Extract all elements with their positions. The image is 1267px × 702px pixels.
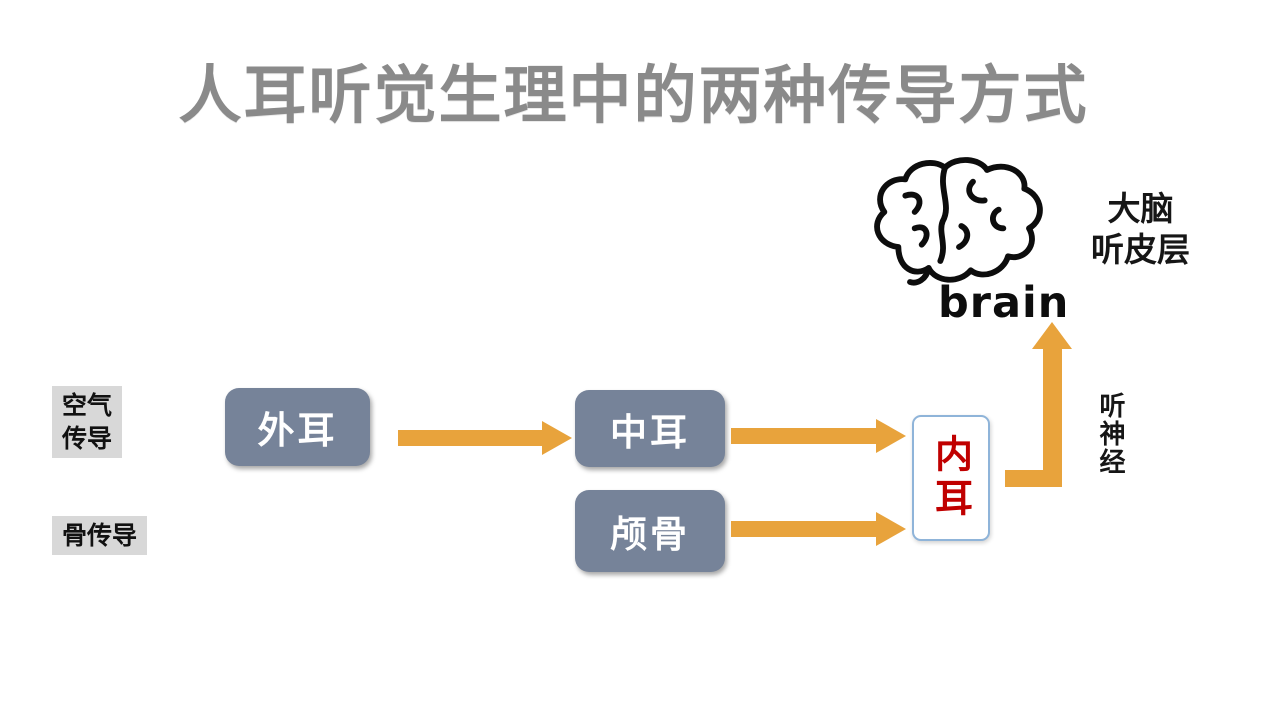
inner-ear-label: 内耳 — [928, 434, 973, 522]
arrowhead-right-icon — [876, 419, 906, 453]
brain-icon — [874, 157, 1043, 286]
brain-cortex-caption: 大脑 听皮层 — [1091, 189, 1190, 270]
arrow-shaft — [731, 428, 876, 444]
skull-box: 颅骨 — [575, 490, 725, 572]
slide-title: 人耳听觉生理中的两种传导方式 — [178, 59, 1089, 132]
brain-word-label: brain — [938, 278, 1070, 328]
auditory-nerve-label: 听神经 — [1095, 392, 1125, 476]
arrowhead-up-icon — [1032, 322, 1072, 349]
arrow-elbow-vertical — [1043, 348, 1062, 487]
outer-ear-label: 外耳 — [257, 409, 338, 452]
arrow-shaft — [398, 430, 542, 446]
middle-ear-box: 中耳 — [575, 390, 725, 467]
inner-ear-box: 内耳 — [912, 415, 990, 541]
arrowhead-right-icon — [542, 421, 572, 455]
air-conduction-label: 空气 传导 — [52, 386, 123, 458]
middle-ear-label: 中耳 — [610, 410, 690, 454]
outer-ear-box: 外耳 — [225, 388, 370, 466]
bone-conduction-label: 骨传导 — [52, 516, 148, 555]
arrow-shaft — [731, 521, 876, 537]
arrowhead-right-icon — [876, 512, 906, 546]
skull-label: 颅骨 — [610, 513, 690, 556]
